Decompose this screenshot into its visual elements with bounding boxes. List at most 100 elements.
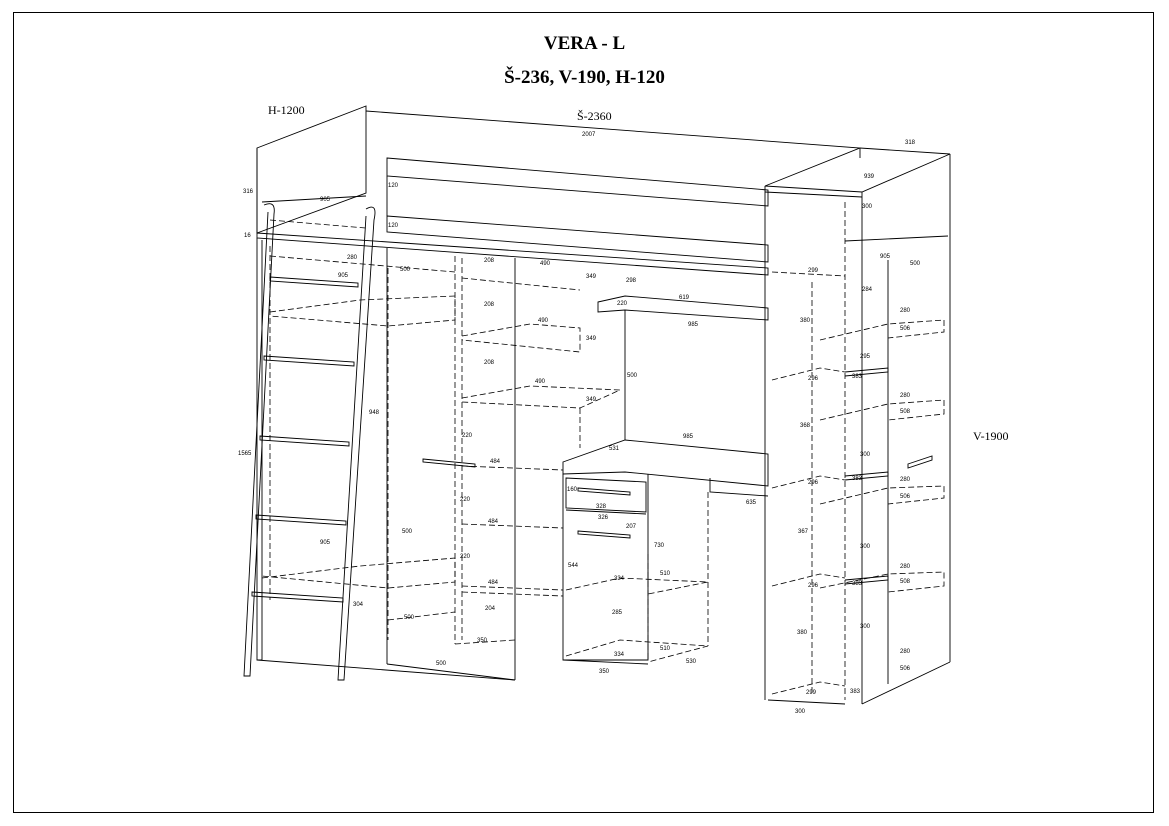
dim-value: 120 <box>388 183 399 189</box>
dim-value: 1565 <box>238 451 252 457</box>
dim-value: 500 <box>402 529 413 535</box>
dim-value: 510 <box>660 646 671 652</box>
dim-value: 380 <box>797 630 808 636</box>
dim-value: 350 <box>477 638 488 644</box>
overall-width-label: Š-2360 <box>577 109 612 123</box>
dim-value: 500 <box>436 661 447 667</box>
dim-value: 383 <box>852 476 863 482</box>
dim-value: 2007 <box>582 132 596 138</box>
dim-value: 220 <box>617 301 628 307</box>
dim-value: 349 <box>586 397 597 403</box>
dim-value: 484 <box>488 519 499 525</box>
dim-value: 508 <box>900 579 911 585</box>
dim-value: 316 <box>243 189 254 195</box>
dim-value: 296 <box>808 376 819 382</box>
dim-value: 220 <box>462 433 473 439</box>
dim-value: 299 <box>806 690 817 696</box>
model-title: VERA - L <box>543 33 626 54</box>
dim-value: 730 <box>654 543 665 549</box>
dim-value: 207 <box>626 524 637 530</box>
dim-value: 905 <box>338 273 349 279</box>
dim-value: 490 <box>535 379 546 385</box>
dim-value: 985 <box>683 434 694 440</box>
dim-value: 383 <box>850 689 861 695</box>
dim-value: 300 <box>862 204 873 210</box>
ladder <box>243 203 376 681</box>
dim-value: 204 <box>485 606 496 612</box>
dim-value: 296 <box>808 480 819 486</box>
dim-value: 296 <box>808 583 819 589</box>
dim-value: 500 <box>627 373 638 379</box>
dim-value: 544 <box>568 563 579 569</box>
dim-value: 334 <box>614 576 625 582</box>
dim-value: 619 <box>679 295 690 301</box>
dim-value: 295 <box>860 354 871 360</box>
dim-value: 484 <box>490 459 501 465</box>
dim-value: 368 <box>800 423 811 429</box>
drawing-frame <box>13 12 1154 813</box>
dim-value: 500 <box>910 261 921 267</box>
dim-value: 208 <box>484 360 495 366</box>
dim-value: 510 <box>660 571 671 577</box>
dim-value: 380 <box>800 318 811 324</box>
dim-value: 635 <box>746 500 757 506</box>
dim-value: 500 <box>400 267 411 273</box>
dim-value: 905 <box>320 197 331 203</box>
dim-value: 16 <box>244 233 251 239</box>
dim-value: 280 <box>900 649 911 655</box>
dim-value: 349 <box>586 274 597 280</box>
dim-value: 300 <box>860 452 871 458</box>
dim-value: 350 <box>599 669 610 675</box>
dim-value: 280 <box>347 255 358 261</box>
dim-value: 326 <box>598 515 609 521</box>
dim-value: 220 <box>460 554 471 560</box>
dim-value: 948 <box>369 410 380 416</box>
dim-value: 500 <box>404 615 415 621</box>
dim-value: 160 <box>567 487 578 493</box>
dim-value: 299 <box>808 268 819 274</box>
dim-value: 285 <box>612 610 623 616</box>
dimension-values: 2007 318 316 16 905 120 120 939 300 905 … <box>238 132 921 715</box>
dim-value: 334 <box>614 652 625 658</box>
dim-value: 490 <box>540 261 551 267</box>
dim-value: 300 <box>860 544 871 550</box>
dim-value: 280 <box>900 477 911 483</box>
dim-value: 318 <box>905 140 916 146</box>
dim-value: 506 <box>900 326 911 332</box>
dim-value: 531 <box>609 446 620 452</box>
dim-value: 506 <box>900 666 911 672</box>
dim-value: 328 <box>596 504 607 510</box>
dim-value: 484 <box>488 580 499 586</box>
dim-value: 939 <box>864 174 875 180</box>
dim-value: 208 <box>484 258 495 264</box>
dim-value: 383 <box>852 581 863 587</box>
dim-value: 280 <box>900 564 911 570</box>
dim-value: 985 <box>688 322 699 328</box>
dim-value: 284 <box>862 287 873 293</box>
dim-value: 508 <box>900 409 911 415</box>
overall-height-label: V-1900 <box>973 429 1009 443</box>
dim-value: 367 <box>798 529 809 535</box>
dim-value: 208 <box>484 302 495 308</box>
dim-value: 300 <box>795 709 806 715</box>
hidden-lines <box>261 202 945 700</box>
model-dimensions: Š-236, V-190, H-120 <box>504 67 665 88</box>
dim-value: 490 <box>538 318 549 324</box>
dim-value: 280 <box>900 308 911 314</box>
dim-value: 120 <box>388 223 399 229</box>
overall-depth-label: H-1200 <box>268 103 305 117</box>
dim-value: 304 <box>353 602 364 608</box>
bed-outline <box>256 105 951 705</box>
dim-value: 506 <box>900 494 911 500</box>
dim-value: 298 <box>626 278 637 284</box>
dim-value: 300 <box>860 624 871 630</box>
dim-value: 905 <box>320 540 331 546</box>
dim-value: 220 <box>460 497 471 503</box>
dim-value: 280 <box>900 393 911 399</box>
dim-value: 905 <box>880 254 891 260</box>
dim-value: 530 <box>686 659 697 665</box>
dim-value: 349 <box>586 336 597 342</box>
dim-value: 383 <box>852 374 863 380</box>
